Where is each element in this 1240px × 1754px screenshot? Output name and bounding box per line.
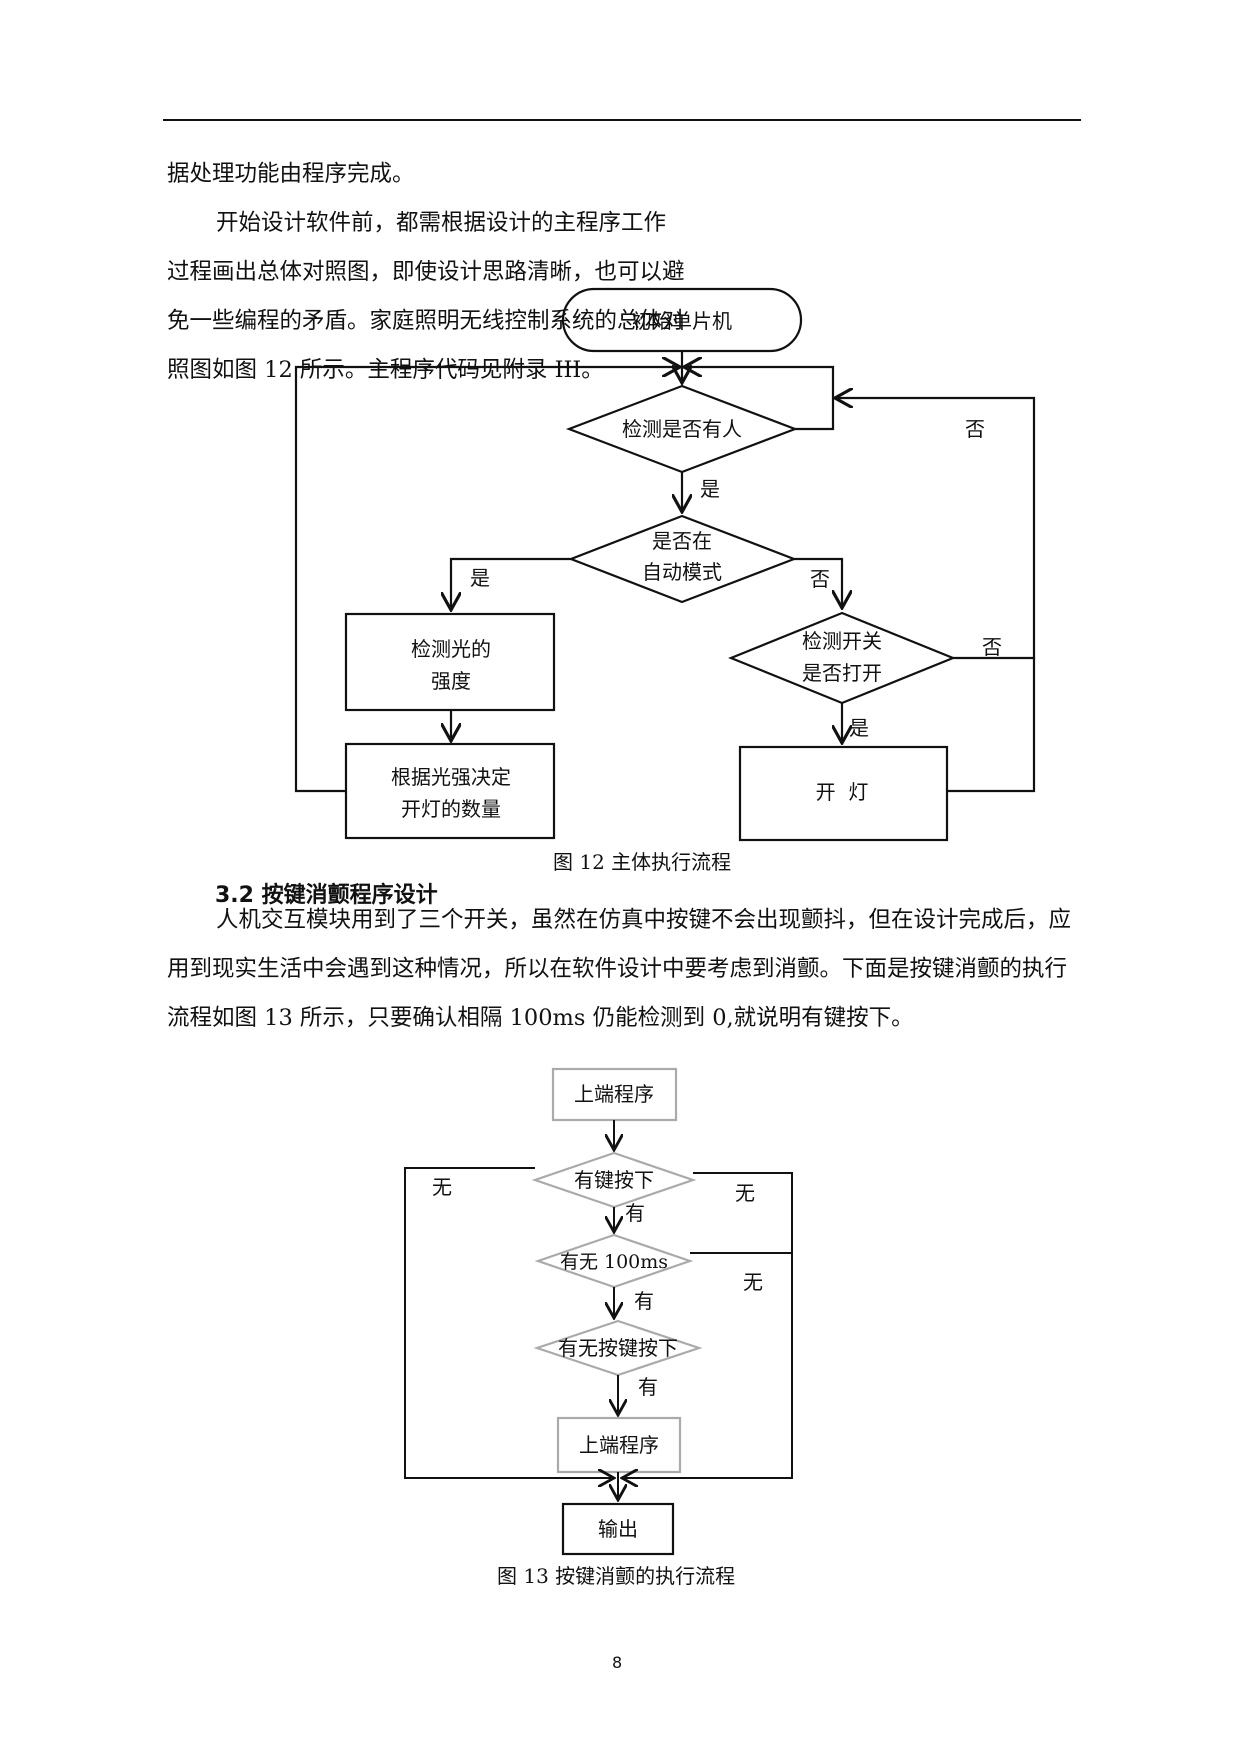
switch-label-1: 检测开关 — [802, 629, 882, 653]
decide-lamps-box — [344, 742, 556, 840]
turn-on-label: 开 灯 — [816, 780, 869, 804]
section-heading: 3.2 按键消颤程序设计 — [215, 883, 438, 908]
switch-label-2: 是否打开 — [802, 661, 882, 685]
decide-label-1: 根据光强决定 — [391, 765, 511, 789]
detect-light-label-1: 检测光的 — [411, 637, 491, 661]
figure-12 — [294, 287, 1036, 842]
wait-100ms-label: 有无 100ms — [560, 1251, 668, 1273]
turn-on-box — [738, 745, 949, 842]
detect-light-box — [344, 612, 556, 712]
output-label: 输出 — [598, 1517, 638, 1541]
auto-mode-decision — [567, 514, 798, 604]
yes-label-1: 是 — [700, 477, 720, 501]
paragraph-3: 人机交互模块用到了三个开关，虽然在仿真中按键不会出现颤抖，但在设计完成后，应用到… — [167, 907, 1072, 1031]
yes-label-2: 是 — [470, 566, 490, 590]
figure-13 — [404, 1067, 793, 1556]
auto-mode-label-2: 自动模式 — [642, 560, 722, 584]
yes-label-b: 有 — [634, 1289, 654, 1313]
upper-program-label-2: 上端程序 — [579, 1433, 659, 1457]
auto-mode-label-1: 是否在 — [652, 529, 712, 553]
decide-label-2: 开灯的数量 — [401, 797, 501, 821]
no-label-a: 无 — [432, 1175, 452, 1199]
yes-label-a: 有 — [625, 1201, 645, 1225]
figure-13-caption: 图 13 按键消颤的执行流程 — [497, 1564, 736, 1588]
yes-label-3: 是 — [849, 716, 869, 740]
key-still-pressed-label: 有无按键按下 — [558, 1336, 678, 1360]
page-number: 8 — [612, 1653, 623, 1672]
figure-12-labels: 初始单片机 检测是否有人 是否在 自动模式 检测光的 强度 根据光强决定 开灯的… — [391, 309, 1002, 821]
key-pressed-label: 有键按下 — [574, 1168, 654, 1192]
header-rule — [163, 119, 1081, 121]
no-label-3: 否 — [982, 635, 1002, 659]
figure-13-labels: 上端程序 有键按下 有无 100ms 有无按键按下 上端程序 输出 有 有 有 … — [432, 1082, 763, 1541]
paragraph-2: 开始设计软件前，都需根据设计的主程序工作过程画出总体对照图，即使设计思路清晰，也… — [167, 210, 685, 383]
no-label-c: 无 — [743, 1270, 763, 1294]
yes-label-c: 有 — [638, 1375, 658, 1399]
no-label-1: 否 — [965, 417, 985, 441]
figure-12-caption: 图 12 主体执行流程 — [553, 850, 732, 874]
start-label: 初始单片机 — [632, 309, 732, 333]
output-box — [561, 1502, 675, 1556]
upper-program-label: 上端程序 — [574, 1082, 654, 1106]
paragraph-1: 据处理功能由程序完成。 — [167, 161, 415, 187]
no-label-2: 否 — [810, 567, 830, 591]
detect-person-label: 检测是否有人 — [622, 417, 742, 441]
no-label-b: 无 — [735, 1181, 755, 1205]
switch-decision — [728, 611, 956, 705]
detect-light-label-2: 强度 — [431, 669, 471, 693]
